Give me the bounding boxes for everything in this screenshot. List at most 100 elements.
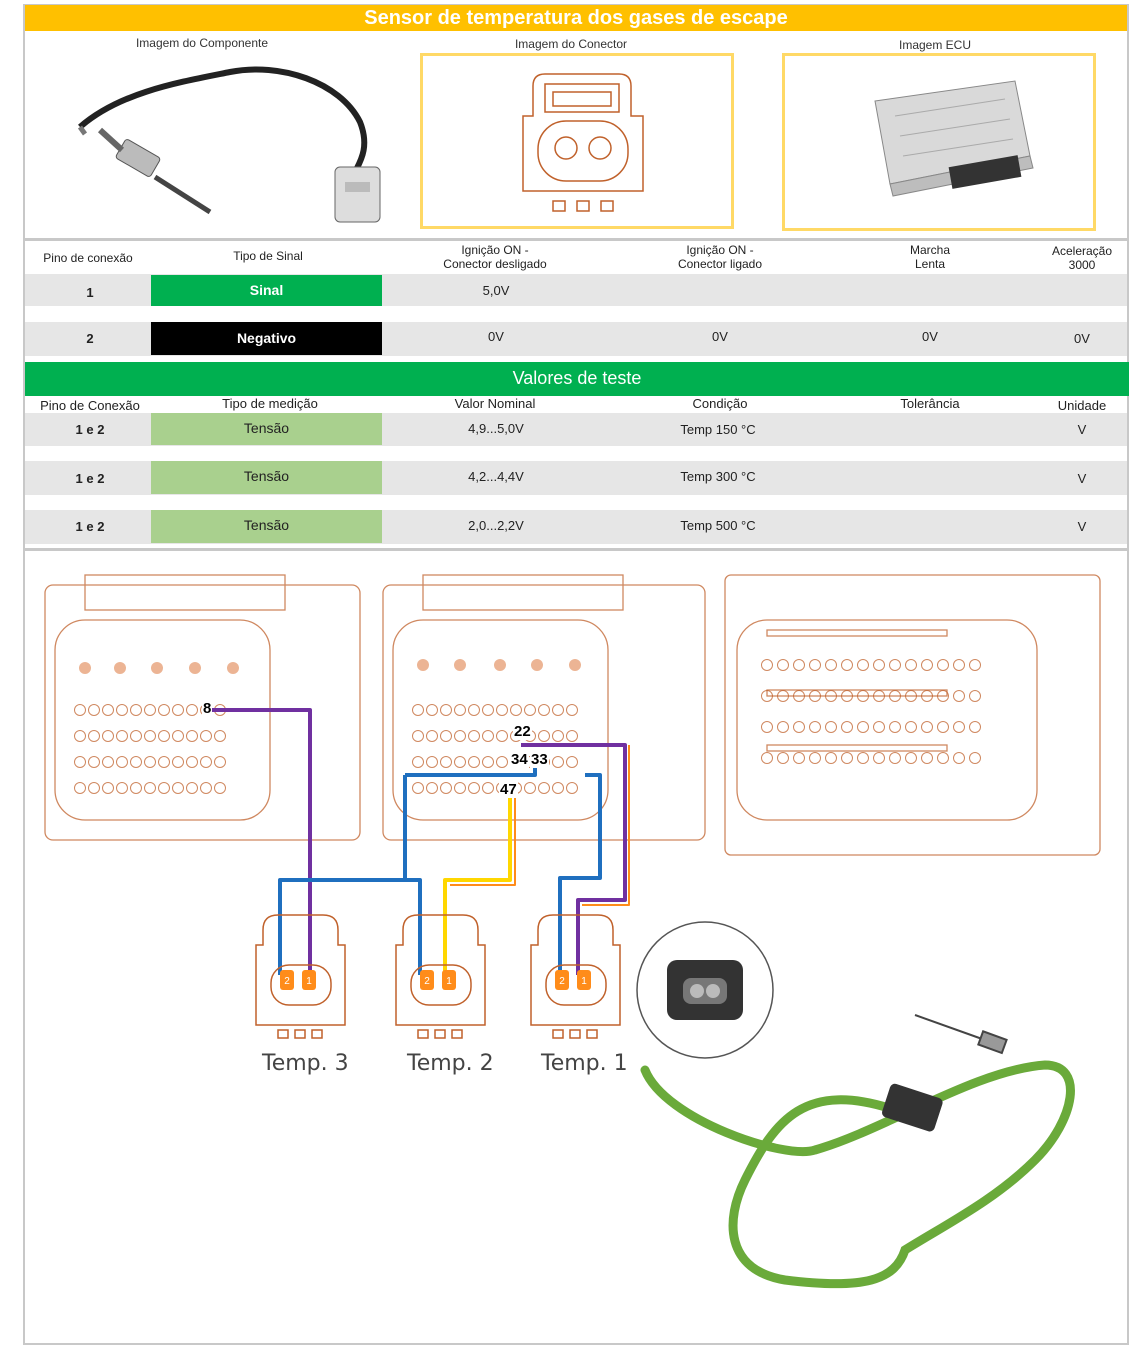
ecu-pin-socket xyxy=(510,704,522,716)
ecu-pin-47: 47 xyxy=(499,781,518,798)
connector-image-label: Imagem do Conector xyxy=(514,37,628,51)
ecu-connector-1 xyxy=(44,584,361,841)
ecu-pin-socket xyxy=(552,756,564,768)
ecu-pin-socket xyxy=(809,721,821,733)
ecu-pin-socket xyxy=(857,659,869,671)
ecu-pin-socket xyxy=(524,704,536,716)
tv-row3-type: Tensão xyxy=(151,510,382,543)
ecu-pin-socket xyxy=(130,756,142,768)
ecu-pin-socket xyxy=(841,659,853,671)
header-ign-on-line2: Conector ligado xyxy=(677,257,763,271)
tv-row3-unit: V xyxy=(1077,519,1087,534)
ecu-pin-socket xyxy=(102,704,114,716)
ecu-pin-socket xyxy=(538,704,550,716)
tv-header-condition: Condição xyxy=(692,396,748,411)
ecu-pin-socket xyxy=(200,782,212,794)
header-ign-on-line1: Ignição ON - xyxy=(686,243,754,257)
tv-header-nominal: Valor Nominal xyxy=(454,396,536,411)
ecu-pin-socket xyxy=(426,730,438,742)
ecu-pin-socket xyxy=(809,752,821,764)
ecu-pin-socket xyxy=(214,730,226,742)
header-idle-line2: Lenta xyxy=(914,257,946,271)
ecu-pin-socket xyxy=(889,752,901,764)
tv-row2-pin: 1 e 2 xyxy=(75,471,105,486)
temp3-pin-2: 2 xyxy=(284,976,290,987)
ecu-connector-2 xyxy=(382,584,706,841)
header-signal-type: Tipo de Sinal xyxy=(233,249,303,263)
header-ign-off: Ignição ON - Conector desligado xyxy=(410,243,580,271)
caption-temp1: Temp. 1 xyxy=(541,1051,628,1076)
ecu-pin-socket xyxy=(873,752,885,764)
ecu-image-label: Imagem ECU xyxy=(898,38,972,52)
ecu-pin-socket xyxy=(144,704,156,716)
ecu-pin-socket xyxy=(496,704,508,716)
header-idle: Marcha Lenta xyxy=(870,243,990,271)
ecu-pin-socket xyxy=(74,756,86,768)
ecu-pin-22: 22 xyxy=(513,723,532,740)
ecu-pin-socket xyxy=(214,782,226,794)
ecu-pin-socket xyxy=(412,756,424,768)
header-ign-on: Ignição ON - Conector ligado xyxy=(635,243,805,271)
ecu-pin-socket xyxy=(74,704,86,716)
ecu-pin-socket xyxy=(953,752,965,764)
ecu-pin-socket xyxy=(144,730,156,742)
ecu-pin-socket xyxy=(905,721,917,733)
ecu-pin-socket xyxy=(74,730,86,742)
tv-row1-type: Tensão xyxy=(151,413,382,445)
ecu-pin-socket xyxy=(144,782,156,794)
ecu-pin-socket xyxy=(88,756,100,768)
ecu-pin-socket xyxy=(468,730,480,742)
ecu-pin-socket xyxy=(793,721,805,733)
ecu-pin-socket xyxy=(158,756,170,768)
ecu-pin-socket xyxy=(158,730,170,742)
ecu-pin-socket xyxy=(102,782,114,794)
temp1-pin-1: 1 xyxy=(581,976,587,987)
row2-accel: 0V xyxy=(1074,331,1090,346)
ecu-pin-socket xyxy=(552,730,564,742)
ecu-pin-socket xyxy=(440,730,452,742)
caption-temp2: Temp. 2 xyxy=(407,1051,494,1076)
ecu-pin-socket xyxy=(116,756,128,768)
ecu-pin-socket xyxy=(214,756,226,768)
ecu-pin-socket xyxy=(566,756,578,768)
connector-image-box xyxy=(420,53,734,229)
header-ign-off-line1: Ignição ON - xyxy=(461,243,529,257)
ecu-pin-socket xyxy=(857,690,869,702)
ecu-pin-socket xyxy=(440,756,452,768)
ecu-pin-socket xyxy=(482,704,494,716)
ecu-pin-socket xyxy=(969,659,981,671)
ecu-pin-socket xyxy=(937,721,949,733)
ecu-pin-socket xyxy=(468,704,480,716)
ecu-pin-socket xyxy=(412,704,424,716)
ecu-pin-socket xyxy=(172,730,184,742)
ecu-pin-socket xyxy=(777,690,789,702)
ecu-pin-socket xyxy=(200,756,212,768)
ecu-pin-socket xyxy=(937,659,949,671)
ecu-pin-socket xyxy=(566,782,578,794)
ecu-pin-socket xyxy=(116,730,128,742)
ecu-pin-socket xyxy=(130,704,142,716)
ecu-pin-socket xyxy=(426,782,438,794)
ecu-pin-socket xyxy=(116,704,128,716)
component-image-label: Imagem do Componente xyxy=(135,36,269,50)
ecu-pin-socket xyxy=(777,752,789,764)
ecu-pin-socket xyxy=(412,730,424,742)
tv-row1-pin: 1 e 2 xyxy=(75,422,105,437)
row2-idle: 0V xyxy=(922,329,938,344)
ecu-pin-socket xyxy=(857,752,869,764)
divider xyxy=(25,238,1127,241)
ecu-pin-socket xyxy=(761,659,773,671)
tv-row2-type: Tensão xyxy=(151,461,382,494)
row2-signal: Negativo xyxy=(151,322,382,355)
ecu-pin-socket xyxy=(873,659,885,671)
ecu-pin-socket xyxy=(172,782,184,794)
ecu-pin-socket xyxy=(566,704,578,716)
ecu-pin-socket xyxy=(905,690,917,702)
tv-row3-pin: 1 e 2 xyxy=(75,519,105,534)
ecu-pin-socket xyxy=(937,690,949,702)
ecu-pin-socket xyxy=(158,782,170,794)
ecu-pin-socket xyxy=(454,756,466,768)
tv-row2-nominal: 4,2...4,4V xyxy=(468,469,524,484)
header-idle-line1: Marcha xyxy=(909,243,950,257)
ecu-pin-socket xyxy=(566,730,578,742)
